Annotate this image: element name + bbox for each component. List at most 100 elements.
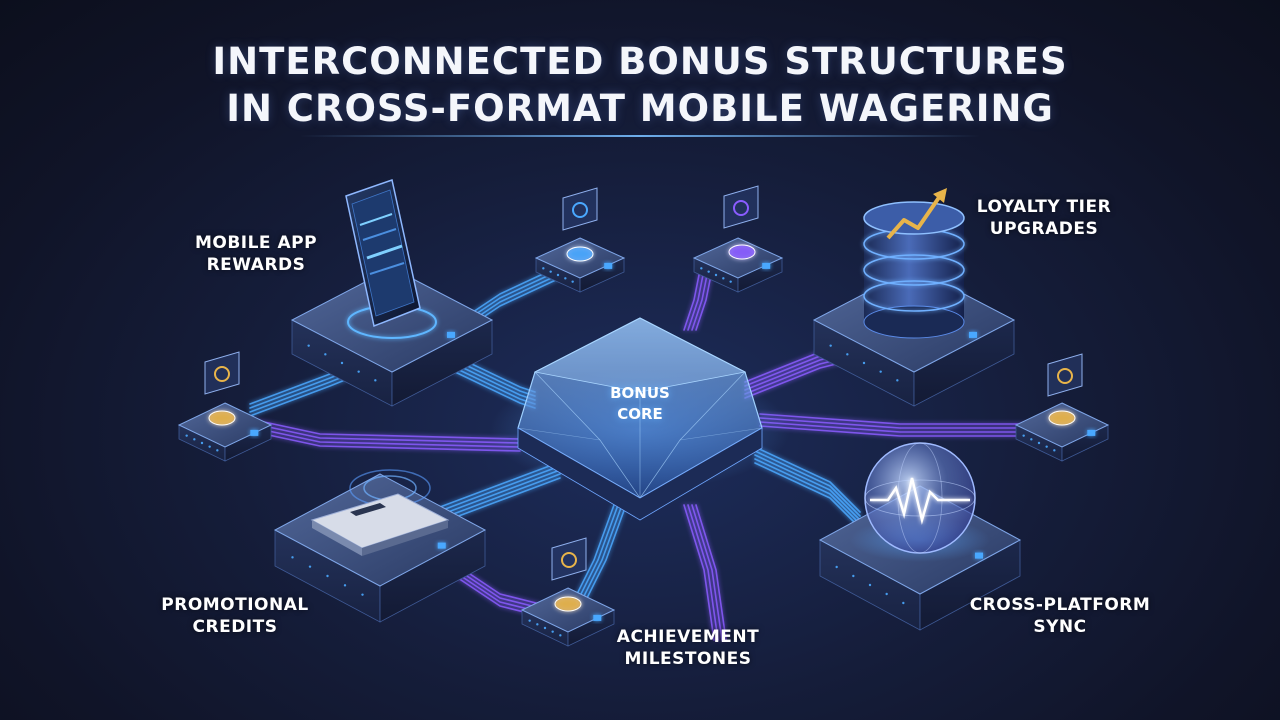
platform-small-bottom-led bbox=[551, 630, 554, 633]
platform-mobile-app bbox=[290, 267, 494, 407]
label-promotional-credits: PROMOTIONAL CREDITS bbox=[145, 594, 325, 638]
platform-small-top-left-led bbox=[564, 277, 567, 280]
title-line-1: INTERCONNECTED BONUS STRUCTURES bbox=[212, 40, 1068, 83]
wire-core-sphere-trace bbox=[754, 462, 861, 529]
platform-small-top-right-led bbox=[700, 267, 703, 270]
label-loyalty-line-1: LOYALTY TIER bbox=[976, 197, 1112, 217]
label-cross-platform-line-1: CROSS-PLATFORM bbox=[969, 595, 1151, 615]
platform-small-bottom-indicator bbox=[593, 614, 602, 621]
platform-small-left-led bbox=[216, 449, 219, 452]
platform-loyalty-led bbox=[862, 361, 866, 365]
bonus-core-line-1: BONUS bbox=[610, 384, 670, 402]
wire-core-sphere-trace bbox=[754, 446, 861, 513]
floating-card-trophy-icon-disc bbox=[1048, 410, 1076, 426]
title-underline-glow bbox=[300, 135, 980, 137]
platform-small-top-left-led bbox=[571, 280, 574, 283]
platform-loyalty-indicator bbox=[969, 331, 977, 338]
platform-small-left-led bbox=[193, 438, 196, 441]
platform-small-bottom bbox=[520, 587, 616, 647]
label-promotional-line-1: PROMOTIONAL bbox=[161, 595, 309, 615]
wire-core-bottom bbox=[683, 504, 727, 641]
platform-mobile-app-led bbox=[357, 370, 360, 373]
platform-loyalty-led bbox=[879, 370, 882, 373]
bonus-core-line-2: CORE bbox=[617, 405, 663, 423]
platform-small-left-led bbox=[200, 441, 204, 445]
platform-small-top-right-led bbox=[722, 277, 725, 280]
wire-core-bottom-trace bbox=[691, 504, 723, 641]
floating-card-coin-icon-disc bbox=[208, 410, 236, 426]
platform-small-right-led bbox=[1037, 441, 1041, 445]
platform-cross-platform-led bbox=[902, 601, 905, 605]
platform-cross-platform-led bbox=[852, 574, 855, 578]
platform-small-top-left-led bbox=[549, 270, 552, 273]
label-mobile-app-line-2: REWARDS bbox=[206, 255, 306, 275]
platform-small-top-right-led bbox=[714, 273, 718, 277]
wire-core-achievement-trace bbox=[577, 504, 619, 601]
wire-core-promo-trace bbox=[439, 473, 561, 520]
platform-small-bottom-led bbox=[559, 634, 562, 637]
smartphone-icon bbox=[345, 179, 437, 339]
pulse-globe-icon bbox=[850, 442, 990, 562]
platform-small-right-led bbox=[1022, 434, 1025, 437]
wire-core-right bbox=[759, 413, 1041, 437]
label-achievement-line-1: ACHIEVEMENT bbox=[616, 627, 760, 647]
wire-left-core-trace bbox=[249, 426, 521, 448]
platform-small-top-left-led bbox=[556, 273, 560, 277]
wire-left-core-trace bbox=[249, 418, 521, 440]
platform-small-top-left-led bbox=[542, 267, 545, 270]
label-mobile-app-line-1: MOBILE APP bbox=[194, 233, 318, 253]
wire-core-right-trace bbox=[759, 413, 1041, 425]
wire-core-achievement-trace bbox=[573, 504, 615, 601]
wire-core-bottom-trace bbox=[683, 504, 715, 641]
platform-mobile-app-led bbox=[374, 379, 377, 382]
label-cross-platform-line-2: SYNC bbox=[1033, 617, 1087, 637]
wire-core-achievement-trace bbox=[581, 504, 623, 601]
platform-small-right-indicator bbox=[1087, 429, 1096, 436]
label-achievement-milestones: ACHIEVEMENT MILESTONES bbox=[598, 626, 778, 670]
bonus-core-crystal bbox=[490, 317, 790, 521]
wire-core-achievement bbox=[573, 504, 627, 601]
platform-small-right-led bbox=[1053, 449, 1056, 452]
wire-core-bottom-trace bbox=[695, 504, 727, 641]
label-cross-platform-sync: CROSS-PLATFORM SYNC bbox=[950, 594, 1170, 638]
floating-card-trophy-icon bbox=[1047, 353, 1083, 426]
platform-small-top-right-led bbox=[729, 280, 732, 283]
wire-core-right-trace bbox=[759, 425, 1041, 437]
platform-small-left-indicator bbox=[250, 429, 259, 436]
platform-loyalty-led bbox=[896, 379, 899, 382]
label-mobile-app-rewards: MOBILE APP REWARDS bbox=[186, 232, 326, 276]
wire-core-achievement-trace bbox=[585, 504, 627, 601]
floating-card-coin-icon bbox=[204, 351, 240, 426]
floating-card-chart-icon-disc bbox=[728, 244, 756, 260]
platform-mobile-app-indicator bbox=[447, 331, 455, 338]
platform-promotional-indicator bbox=[437, 542, 446, 549]
platform-cross-platform-led bbox=[868, 583, 872, 587]
label-promotional-line-2: CREDITS bbox=[192, 617, 278, 637]
wire-left-core bbox=[249, 418, 521, 452]
bonus-core-label: BONUS CORE bbox=[572, 383, 708, 425]
platform-small-left-led bbox=[208, 445, 211, 448]
platform-small-bottom-led bbox=[543, 626, 547, 630]
page-title: INTERCONNECTED BONUS STRUCTURES IN CROSS… bbox=[0, 38, 1280, 132]
platform-small-top-right-indicator bbox=[762, 262, 771, 269]
platform-small-bottom-led bbox=[528, 619, 531, 622]
platform-small-left-led bbox=[185, 434, 188, 437]
wire-core-sphere bbox=[754, 446, 861, 529]
platform-promotional-led bbox=[326, 574, 329, 578]
platform-small-top-right-led bbox=[707, 270, 710, 273]
wire-core-right-trace bbox=[759, 421, 1041, 433]
floating-card-chart-icon bbox=[723, 185, 759, 260]
platform-cross-platform-led bbox=[885, 592, 888, 596]
platform-loyalty-led bbox=[829, 344, 832, 347]
wire-left-core-trace bbox=[249, 422, 521, 444]
label-loyalty-line-2: UPGRADES bbox=[989, 219, 1099, 239]
platform-mobile-app-led bbox=[307, 344, 310, 347]
title-line-2: IN CROSS-FORMAT MOBILE WAGERING bbox=[226, 87, 1054, 130]
platform-promotional-led bbox=[291, 556, 294, 559]
platform-small-right-led bbox=[1045, 445, 1048, 448]
wire-core-promo-trace bbox=[439, 465, 561, 512]
wire-core-sphere-trace bbox=[754, 450, 861, 517]
floating-card-trophy-bottom-icon-disc bbox=[554, 596, 582, 612]
platform-promotional-led bbox=[308, 565, 312, 568]
platform-promotional-led bbox=[361, 593, 364, 596]
